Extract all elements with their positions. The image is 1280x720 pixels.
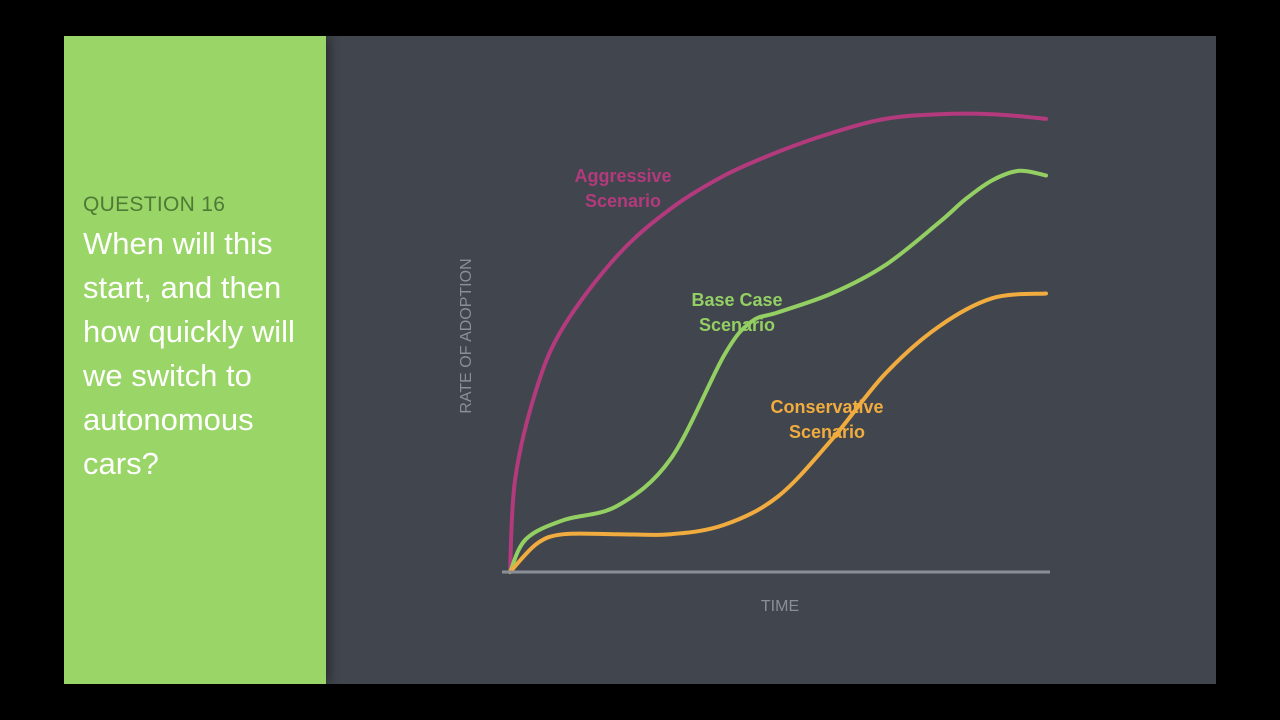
slide: QUESTION 16 When will this start, and th… <box>64 36 1216 684</box>
x-axis-title: TIME <box>761 598 799 615</box>
series-label-line: Scenario <box>585 191 661 211</box>
y-axis-title: RATE OF ADOPTION <box>458 258 475 413</box>
series-line-aggressive <box>508 111 1048 574</box>
question-number: QUESTION 16 <box>83 193 226 216</box>
series-line-base-case <box>508 168 1048 574</box>
series-label-line: Base Case <box>691 290 782 310</box>
series-line-conservative <box>508 291 1048 574</box>
series-label-line: Conservative <box>770 397 883 417</box>
series-label-line: Aggressive <box>574 166 671 186</box>
question-panel: QUESTION 16 When will this start, and th… <box>64 36 326 684</box>
question-text: When will this start, and then how quick… <box>83 226 295 481</box>
series-label-line: Scenario <box>789 422 865 442</box>
series-label-line: Scenario <box>699 315 775 335</box>
